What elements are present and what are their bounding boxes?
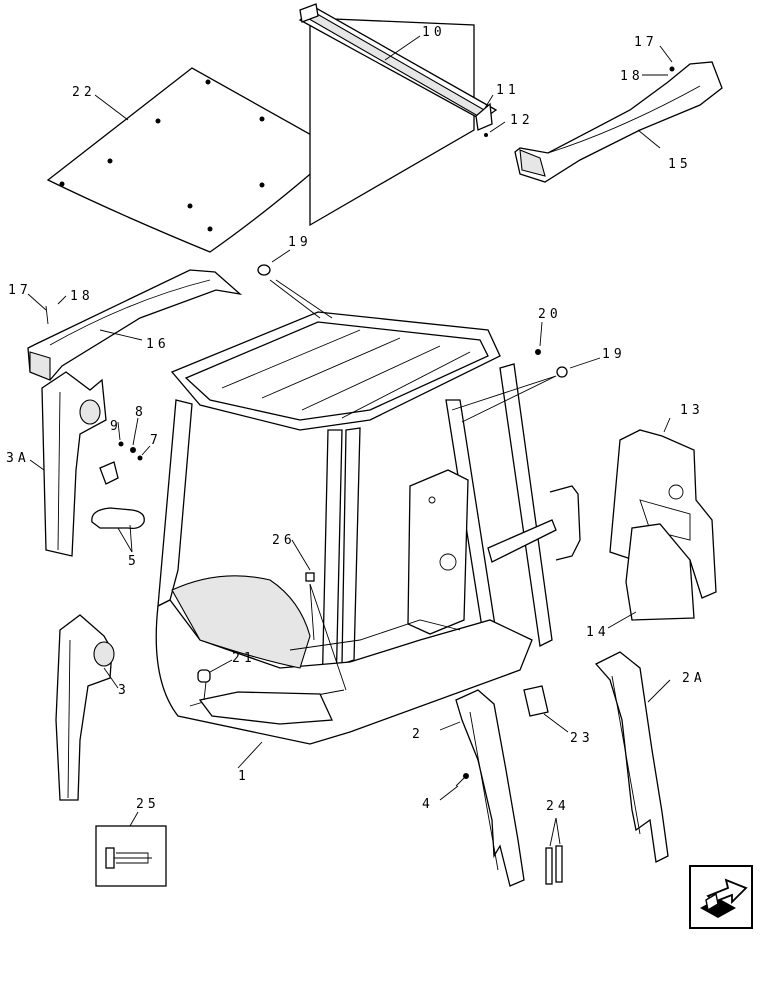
part-16-left-handle [27, 269, 243, 381]
part-15-right-handle [514, 45, 723, 183]
part-1-cab-frame [155, 311, 581, 769]
callout-25: 25 [136, 797, 160, 812]
callout-8: 8 [135, 405, 147, 420]
callout-13: 13 [680, 403, 704, 418]
callout-17-right: 17 [634, 35, 658, 50]
callout-18-left: 18 [70, 289, 94, 304]
callout-12: 12 [510, 113, 534, 128]
part-23-block [523, 685, 569, 733]
callout-labels: 1 2 2A 3 3A 4 5 7 8 9 10 11 12 13 14 15 … [6, 25, 706, 814]
callout-3: 3 [118, 683, 130, 698]
part-14-pad [607, 523, 695, 629]
callout-19-right: 19 [602, 347, 626, 362]
callout-7: 7 [150, 433, 162, 448]
part-3a-left-post-trim [29, 371, 107, 557]
callout-2a: 2A [682, 671, 706, 686]
part-5-clamp [91, 507, 145, 553]
part-26-21-fasteners [197, 539, 347, 701]
callout-21: 21 [232, 651, 256, 666]
part-3-left-lower-trim [55, 614, 119, 801]
callout-22: 22 [72, 85, 96, 100]
callout-9: 9 [110, 419, 122, 434]
callout-11: 11 [496, 83, 520, 98]
callout-16: 16 [146, 337, 170, 352]
callout-10: 10 [422, 25, 446, 40]
callout-5: 5 [128, 554, 140, 569]
part-19-20-plugs [257, 249, 601, 423]
callout-19-top: 19 [288, 235, 312, 250]
part-hardware-7-8-9 [99, 417, 151, 485]
part-2a-right-post-trim [594, 651, 671, 863]
callout-26: 26 [272, 533, 296, 548]
callout-17-left: 17 [8, 283, 32, 298]
callout-24: 24 [546, 799, 570, 814]
callout-1: 1 [238, 769, 250, 784]
part-25-fastener-box [95, 811, 167, 887]
part-24-strips [545, 817, 563, 885]
callout-18-right: 18 [620, 69, 644, 84]
part-22-roof-panel [46, 67, 340, 253]
callout-15: 15 [668, 157, 692, 172]
callout-14: 14 [586, 625, 610, 640]
callout-3a: 3A [6, 451, 30, 466]
part-10-sunshade [298, 3, 506, 227]
callout-4: 4 [422, 797, 434, 812]
next-page-arrow-icon[interactable] [689, 865, 753, 929]
callout-23: 23 [570, 731, 594, 746]
part-2-right-front-trim [439, 689, 525, 887]
part-4-screw [439, 773, 469, 801]
callout-20: 20 [538, 307, 562, 322]
callout-2: 2 [412, 727, 424, 742]
